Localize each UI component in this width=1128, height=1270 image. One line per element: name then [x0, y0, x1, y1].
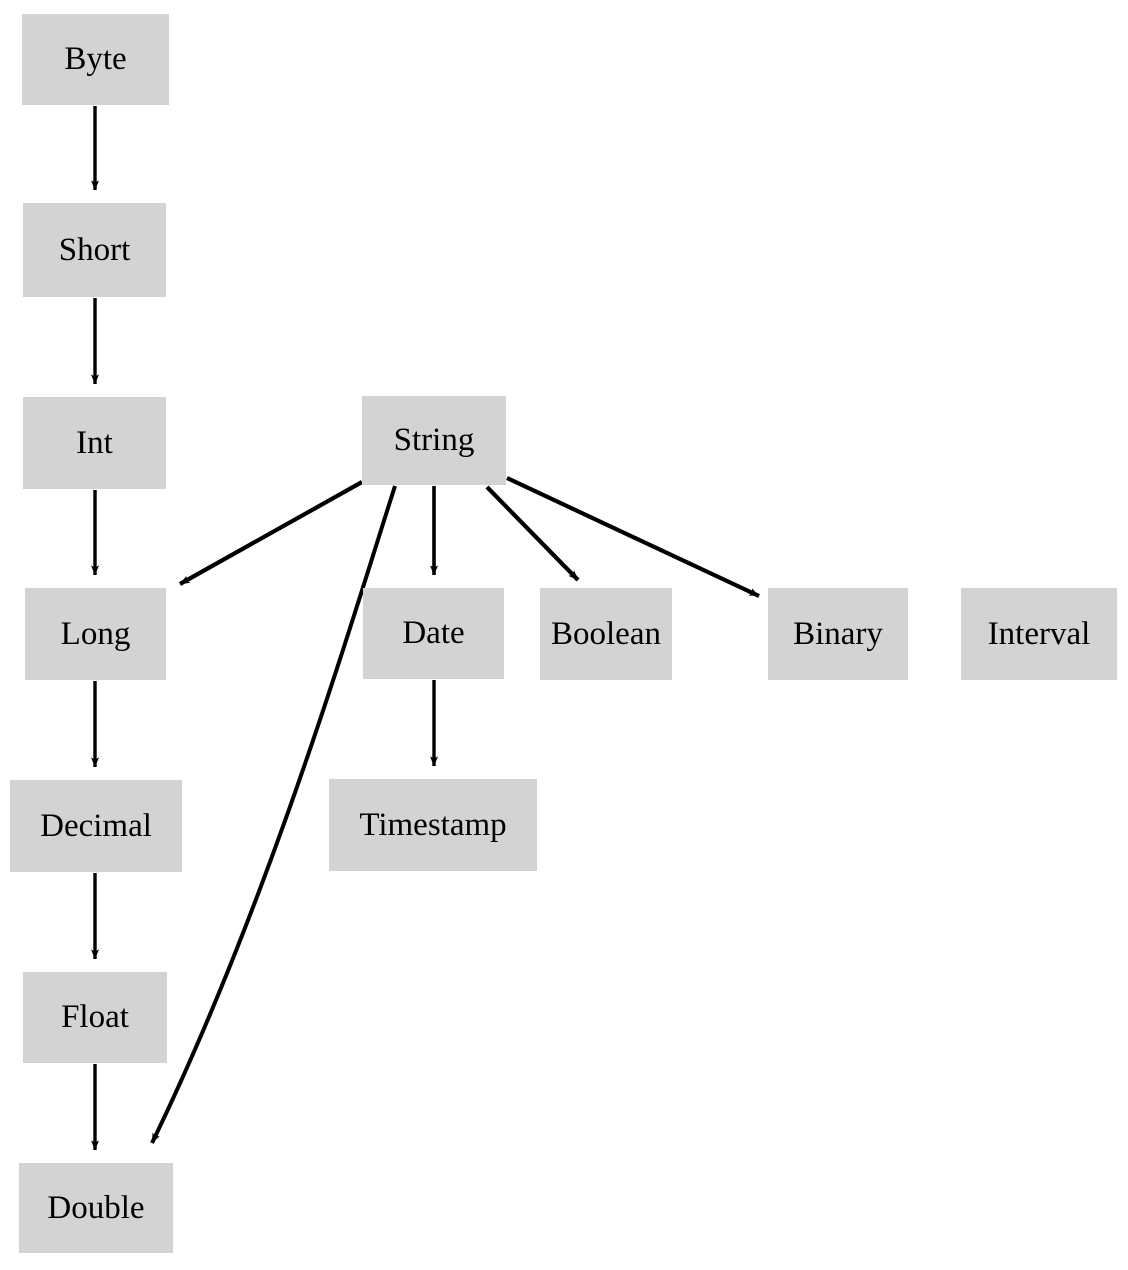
edge-string-binary	[506, 476, 760, 598]
node-int[interactable]: Int	[23, 397, 166, 489]
node-label-byte: Byte	[64, 41, 127, 77]
node-label-boolean: Boolean	[551, 615, 661, 652]
node-long[interactable]: Long	[25, 588, 166, 680]
node-label-float: Float	[61, 999, 129, 1035]
node-label-short: Short	[58, 231, 131, 268]
node-label-interval: Interval	[987, 615, 1091, 652]
node-label-int: Int	[76, 424, 113, 461]
node-float[interactable]: Float	[23, 972, 167, 1063]
node-short[interactable]: Short	[23, 203, 166, 297]
node-label-string: String	[393, 422, 475, 458]
node-binary[interactable]: Binary	[768, 588, 908, 680]
node-label-date: Date	[402, 615, 465, 651]
node-date[interactable]: Date	[363, 588, 504, 679]
edge-string-boolean	[485, 485, 580, 582]
node-interval[interactable]: Interval	[961, 588, 1117, 680]
node-label-decimal: Decimal	[40, 807, 152, 844]
node-string[interactable]: String	[362, 396, 506, 485]
node-timestamp[interactable]: Timestamp	[329, 779, 537, 871]
node-decimal[interactable]: Decimal	[10, 780, 182, 872]
edge-string-long	[178, 480, 364, 586]
node-byte[interactable]: Byte	[22, 14, 169, 105]
node-label-double: Double	[47, 1189, 145, 1226]
node-label-long: Long	[60, 615, 131, 652]
node-double[interactable]: Double	[19, 1163, 173, 1253]
node-label-timestamp: Timestamp	[359, 806, 507, 843]
node-label-binary: Binary	[793, 615, 883, 652]
node-boolean[interactable]: Boolean	[540, 588, 672, 680]
